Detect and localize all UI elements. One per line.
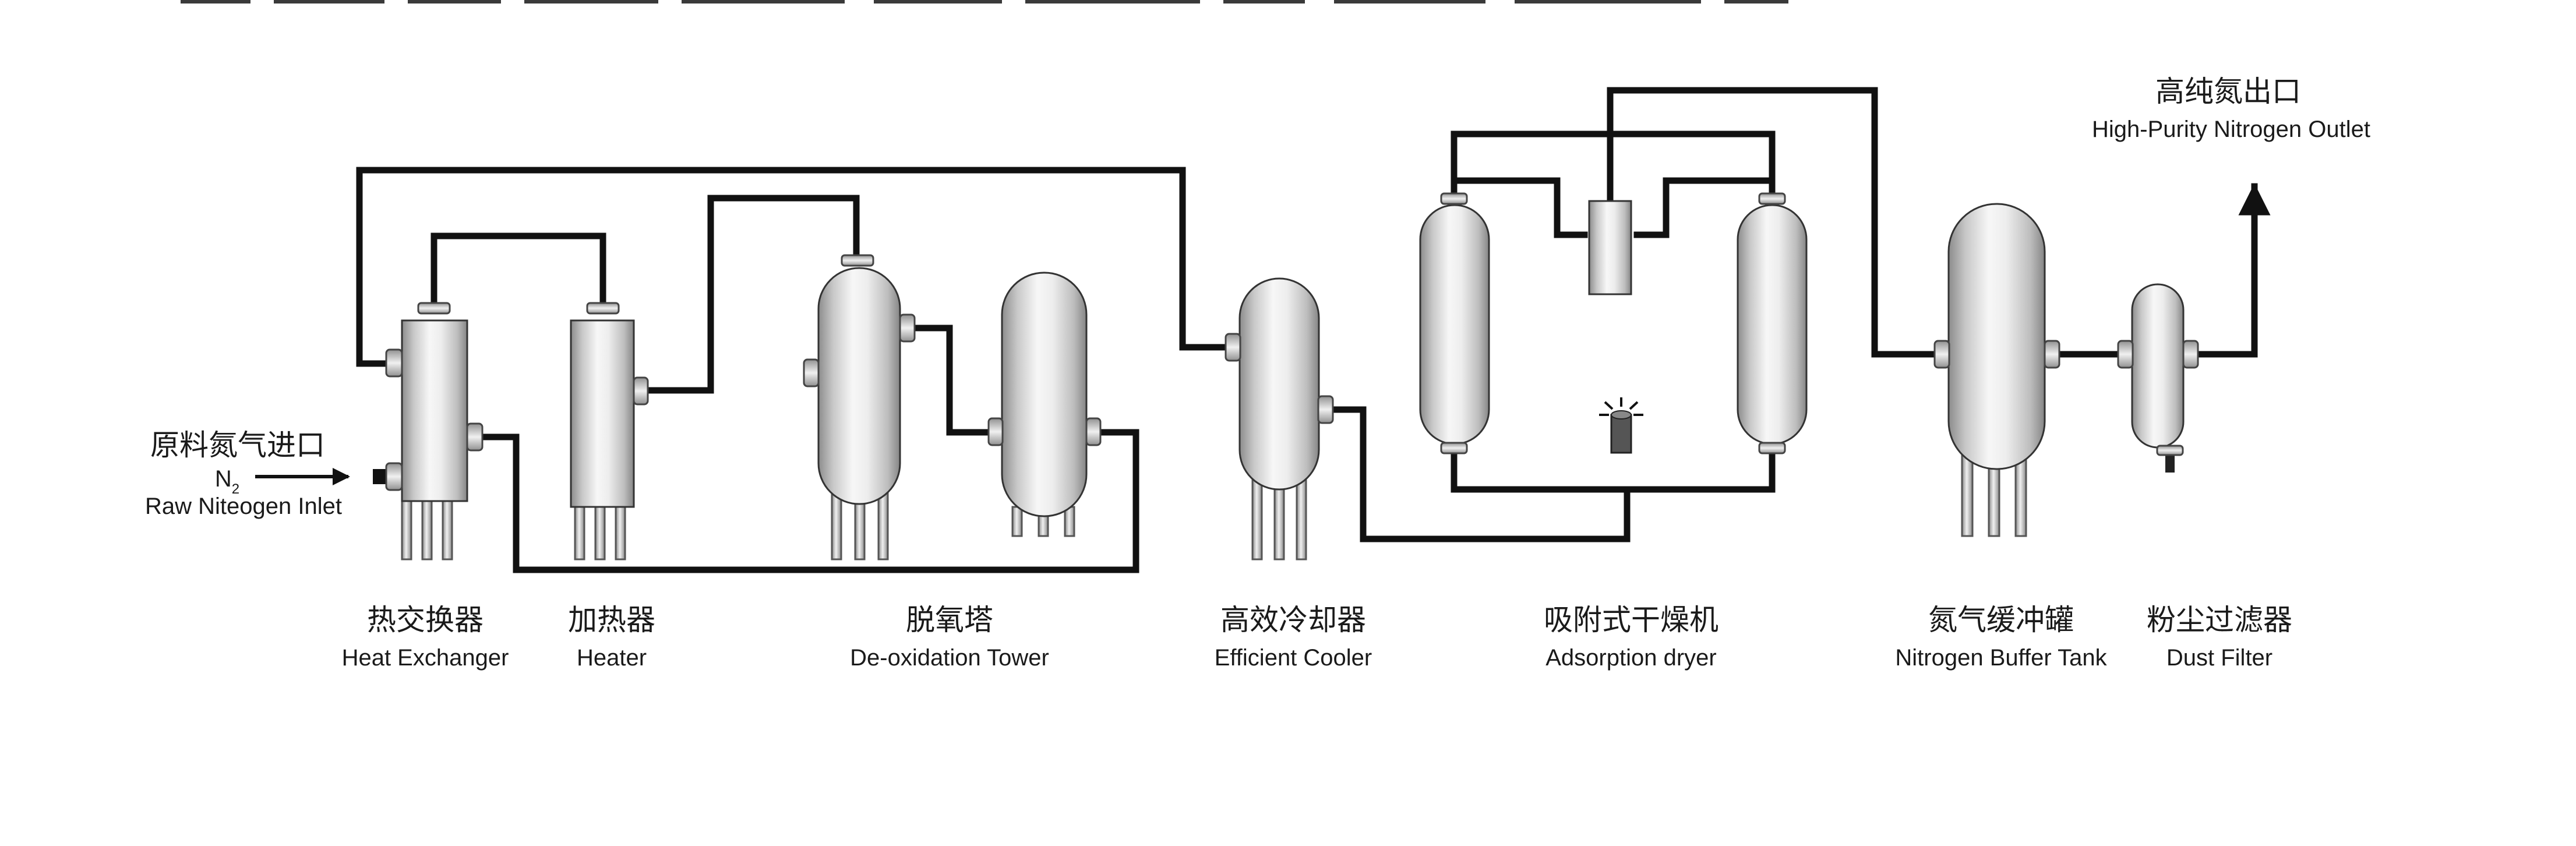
indicator-lamp-icon bbox=[1599, 397, 1643, 454]
cooler-label-cn: 高效冷却器 bbox=[1220, 603, 1366, 637]
dust-filter-label-cn: 粉尘过滤器 bbox=[2147, 603, 2292, 637]
dust-filter-label-en: Dust Filter bbox=[2166, 645, 2273, 671]
pipe-dryer-bottom-manifold bbox=[1451, 442, 1776, 493]
pipe-valve-to-buffer bbox=[1607, 87, 1940, 358]
pipe-heater-to-deox1-top bbox=[642, 195, 860, 394]
dryer-switch-valve bbox=[1588, 200, 1632, 295]
heater-label-cn: 加热器 bbox=[568, 603, 655, 637]
pipe-hx-to-cooler bbox=[356, 167, 1231, 367]
n2-symbol: N bbox=[214, 466, 232, 492]
pipe-hx-top-to-heater-top bbox=[430, 232, 606, 306]
deoxidation-tower-2 bbox=[987, 272, 1102, 537]
outlet-stem bbox=[2165, 452, 2175, 473]
deoxidation-label-cn: 脱氧塔 bbox=[906, 603, 993, 637]
dust-filter-vessel bbox=[2117, 283, 2199, 456]
deoxidation-label-en: De-oxidation Tower bbox=[850, 645, 1049, 671]
dryer-label-cn: 吸附式干燥机 bbox=[1544, 603, 1718, 637]
raw-inlet-n2-label: N2 bbox=[204, 465, 250, 497]
dryer-tower-right bbox=[1737, 204, 1808, 445]
pipe-deox1-to-deox2 bbox=[905, 325, 994, 436]
raw-inlet-label-cn: 原料氮气进口 bbox=[150, 428, 325, 462]
heat-exchanger-label-cn: 热交换器 bbox=[367, 603, 484, 637]
inlet-nozzle bbox=[373, 469, 387, 484]
outlet-label-en: High-Purity Nitrogen Outlet bbox=[2092, 117, 2370, 142]
n2-subscript: 2 bbox=[231, 481, 240, 497]
buffer-tank-label-en: Nitrogen Buffer Tank bbox=[1895, 645, 2107, 671]
pipe-filter-to-outlet bbox=[2193, 253, 2258, 358]
dryer-label-en: Adsorption dryer bbox=[1545, 645, 1717, 671]
nitrogen-buffer-tank bbox=[1933, 203, 2060, 537]
pipe-valve-right bbox=[1633, 177, 1776, 238]
dryer-tower-left bbox=[1419, 204, 1490, 445]
efficient-cooler-vessel bbox=[1225, 277, 1334, 561]
pipe-network bbox=[255, 87, 2271, 573]
heat-exchanger-label-en: Heat Exchanger bbox=[341, 645, 509, 671]
raw-inlet-label-en: Raw Niteogen Inlet bbox=[145, 493, 342, 519]
heater-label-en: Heater bbox=[576, 645, 647, 671]
deoxidation-tower-1 bbox=[803, 254, 916, 561]
pipe-return-to-hx bbox=[479, 429, 1139, 573]
pipe-cooler-to-dryer bbox=[1327, 406, 1631, 542]
adsorption-dryer bbox=[1419, 192, 1808, 454]
pipe-valve-left bbox=[1451, 177, 1588, 238]
cropped-header-fragment bbox=[0, 0, 2576, 10]
outlet-label-cn: 高纯氮出口 bbox=[2155, 75, 2301, 108]
heater-vessel bbox=[570, 302, 649, 561]
cooler-label-en: Efficient Cooler bbox=[1214, 645, 1372, 671]
buffer-tank-label-cn: 氮气缓冲罐 bbox=[1928, 603, 2074, 637]
heat-exchanger-vessel bbox=[385, 302, 484, 561]
